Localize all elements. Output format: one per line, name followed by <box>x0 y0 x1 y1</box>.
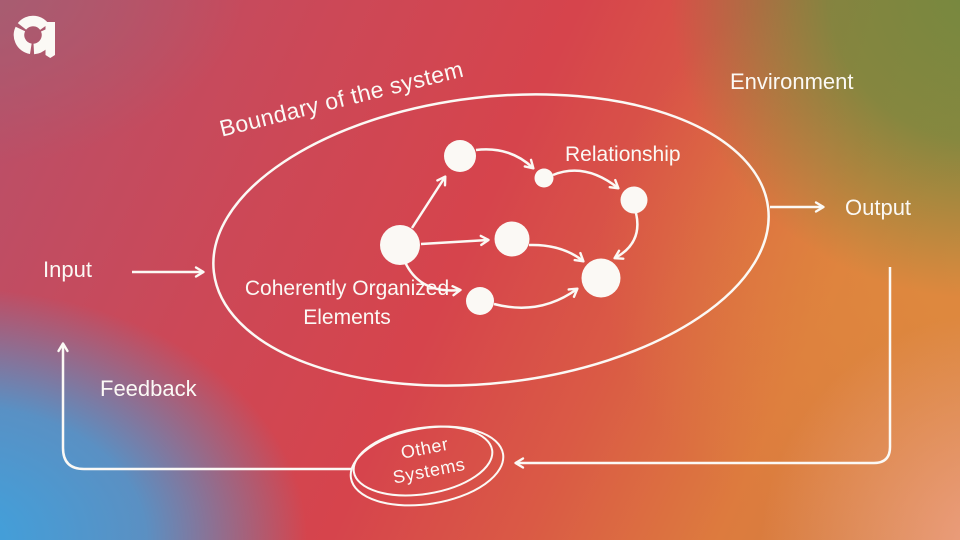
arrow-hub-to-middle <box>420 234 490 247</box>
element-node <box>444 140 476 172</box>
input-label: Input <box>43 257 92 282</box>
arrow-right-to-bottomright <box>613 212 639 260</box>
feedback-label: Feedback <box>100 376 197 401</box>
arrow-bottomsmall-to-bottomright <box>493 287 579 309</box>
system-boundary-ellipse <box>212 93 770 387</box>
elements-label-line1: Coherently Organized <box>244 277 450 300</box>
element-node <box>581 258 621 298</box>
other-systems-ellipse-inner <box>352 425 494 497</box>
element-node <box>380 225 420 265</box>
element-nodes <box>380 140 648 315</box>
relationship-label: Relationship <box>565 143 681 166</box>
arrow-hub-to-bottomsmall <box>403 261 462 297</box>
arrow-hub-to-top <box>410 175 447 229</box>
element-node <box>466 287 494 315</box>
elements-label-line2: Elements <box>303 306 391 329</box>
arrow-small-to-right <box>552 169 620 190</box>
brand-logo-icon <box>13 15 55 58</box>
elements-label: Coherently Organized Elements <box>237 274 457 332</box>
environment-label: Environment <box>730 69 854 94</box>
arrow-middle-to-bottomright <box>528 243 585 263</box>
arrow-top-to-small <box>475 148 535 170</box>
feedback-arrow-from-output <box>514 267 892 469</box>
feedback-arrow-to-input <box>57 342 351 471</box>
element-node <box>494 221 530 257</box>
output-label: Output <box>845 195 912 220</box>
relationship-arrows <box>403 148 639 309</box>
element-node <box>620 186 648 214</box>
element-node <box>534 168 554 188</box>
